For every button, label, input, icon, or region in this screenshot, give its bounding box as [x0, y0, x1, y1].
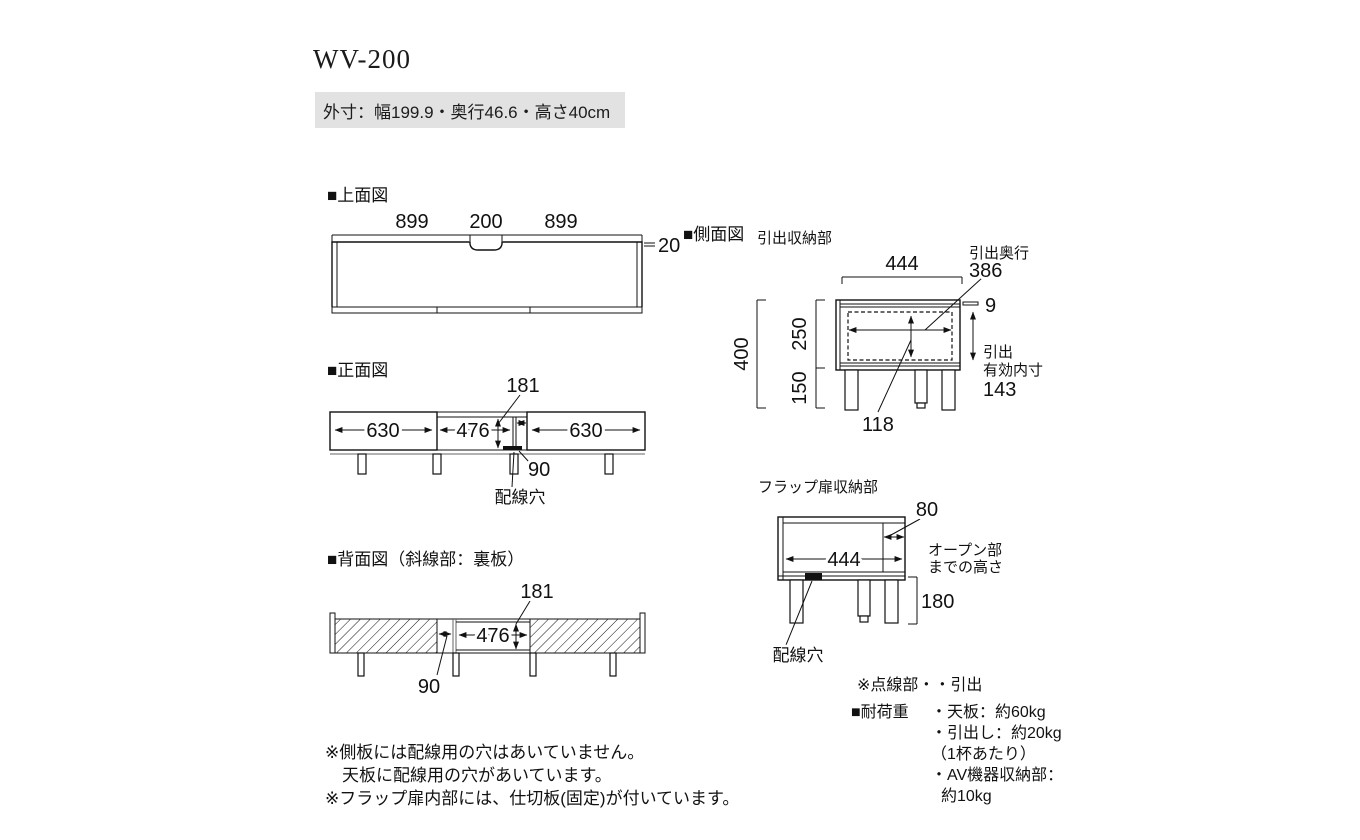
leader-hole-section: [436, 635, 448, 676]
side-height-brackets: 400 250 150: [728, 299, 825, 409]
leader-partition: [890, 518, 921, 536]
back-view-drawing: 181 476 90: [329, 578, 646, 701]
product-title: WV-200: [313, 44, 411, 74]
front-wiring-hole: [503, 446, 522, 450]
back-view-labels: 181 476 90: [415, 578, 557, 701]
side-dim-drawer-height: 118: [862, 414, 894, 436]
front-dim-hole-section: 90: [528, 459, 550, 481]
flap-view-body: [777, 516, 906, 581]
top-dim-right: 899: [544, 211, 577, 233]
leader-wiring-hole: [511, 451, 515, 488]
flap-open-label1: オープン部: [928, 542, 1002, 559]
flap-view-header: フラップ扉収納部: [758, 479, 879, 496]
flap-dim-partition: 80: [916, 499, 938, 521]
flap-wiring-hole: [805, 573, 822, 580]
front-view-legs: [357, 453, 614, 475]
leader-hole-section: [518, 450, 530, 463]
leader-wiring-hole: [785, 580, 813, 646]
side-dim-leg-height: 150: [789, 371, 811, 404]
dotted-line-note: ※点線部・・引出: [857, 677, 983, 694]
footnote-flap-partition: ※フラップ扉内部には、仕切板(固定)が付いています。: [325, 789, 740, 808]
front-dim-left: 630: [366, 420, 399, 442]
flap-view-labels: 80 444 オープン部 までの高さ 180 配線穴: [770, 496, 1006, 668]
leader-opening-height: [497, 394, 521, 425]
footnotes: ※側板には配線用の穴はあいていません。 天板に配線用の穴があいています。 ※フラ…: [325, 741, 739, 810]
top-view-body: [331, 241, 643, 314]
side-view-subheader: 引出収納部: [757, 230, 833, 247]
side-dim-top-gap: 9: [985, 295, 996, 317]
side-view-dimension-arrows: [848, 277, 983, 413]
footnote-top-panel: 天板に配線用の穴があいています。: [342, 766, 612, 785]
back-dim-opening-height: 181: [520, 581, 553, 603]
flap-view-legs: [789, 579, 899, 624]
flap-view-dimension-arrows: [785, 518, 921, 646]
outer-dimensions-text: 外寸：幅199.9・奥行46.6・高さ40cm: [323, 102, 611, 122]
side-dim-body-height: 250: [789, 317, 811, 350]
side-dim-total-height: 400: [731, 337, 753, 370]
front-dim-opening-height: 181: [506, 375, 539, 397]
front-dim-right: 630: [569, 420, 602, 442]
load-item-top: ・天板：約60kg: [931, 704, 1046, 721]
drawer-inner-label2: 有効内寸: [983, 362, 1043, 379]
side-dim-drawer-depth: 386: [969, 260, 1002, 282]
leader-drawer-depth: [924, 277, 983, 331]
front-wiring-hole-label: 配線穴: [495, 488, 546, 507]
side-dim-depth: 444: [885, 253, 918, 275]
top-dim-left: 899: [395, 211, 428, 233]
top-gap-bar: [962, 301, 979, 306]
top-dim-edge-thickness: 20: [658, 235, 680, 257]
top-view-edge-thickness: 20: [644, 232, 683, 260]
side-view-header: ■側面図: [683, 225, 745, 244]
side-dim-inner-height: 143: [983, 379, 1016, 401]
front-view-labels: 181 630 476 630 90 配線穴: [363, 372, 605, 510]
load-item-drawer: ・引出し：約20kg: [931, 725, 1062, 742]
load-item-av-value: 約10kg: [941, 788, 992, 805]
back-view-header: ■背面図（斜線部：裏板）: [327, 550, 525, 569]
top-view-header: ■上面図: [327, 186, 389, 205]
outer-dimensions-box: 外寸：幅199.9・奥行46.6・高さ40cm: [315, 92, 625, 128]
back-panel-left-hatched: [334, 618, 438, 654]
drawer-depth-label: 引出奥行: [969, 245, 1029, 262]
back-dim-hole-section: 90: [418, 676, 440, 698]
back-view-body: [329, 612, 646, 654]
side-view-body: [835, 299, 979, 371]
load-item-av: ・AV機器収納部：: [931, 767, 1064, 784]
load-capacity-list: ・天板：約60kg ・引出し：約20kg （1杯あたり） ・AV機器収納部： 約…: [931, 702, 1063, 807]
drawer-dashed-outline: [847, 311, 953, 361]
flap-open-label2: までの高さ: [928, 559, 1003, 576]
front-view-drawing: 181 630 476 630 90 配線穴: [329, 372, 646, 510]
load-item-per-drawer: （1杯あたり）: [931, 746, 1036, 763]
front-view-body: [329, 411, 646, 455]
side-view-drawing: 400 250 150 444: [728, 243, 1046, 440]
front-view-dimension-arrows: [334, 394, 641, 488]
top-view-drawing: 899 200 899 20: [331, 208, 683, 314]
leader-opening-height: [515, 600, 531, 625]
back-view-legs: [357, 652, 617, 677]
back-panel-right-hatched: [529, 618, 641, 654]
top-view-dimension-bracket: 899 200 899: [331, 208, 643, 242]
side-depth-bracket: 444: [841, 250, 963, 284]
side-view-labels: 引出奥行 386 9 引出 有効内寸 143 118: [859, 243, 1045, 440]
front-dim-center: 476: [456, 420, 489, 442]
flap-open-height-bracket: [908, 576, 918, 625]
footnote-side-panel: ※側板には配線用の穴はあいていません。: [325, 743, 645, 762]
flap-dim-open-height: 180: [921, 591, 954, 613]
side-view-legs: [844, 369, 956, 411]
back-dim-center: 476: [476, 625, 509, 647]
flap-dim-depth: 444: [827, 549, 860, 571]
flap-view-drawing: 80 444 オープン部 までの高さ 180 配線穴: [770, 496, 1006, 668]
drawer-inner-label1: 引出: [983, 344, 1013, 361]
flap-wiring-hole-label: 配線穴: [773, 646, 824, 665]
load-capacity-header: ■耐荷重: [851, 704, 909, 721]
top-dim-center: 200: [469, 211, 502, 233]
front-view-header: ■正面図: [327, 361, 389, 380]
leader-drawer-height: [877, 339, 912, 413]
back-view-dimension-arrows: [436, 600, 531, 676]
